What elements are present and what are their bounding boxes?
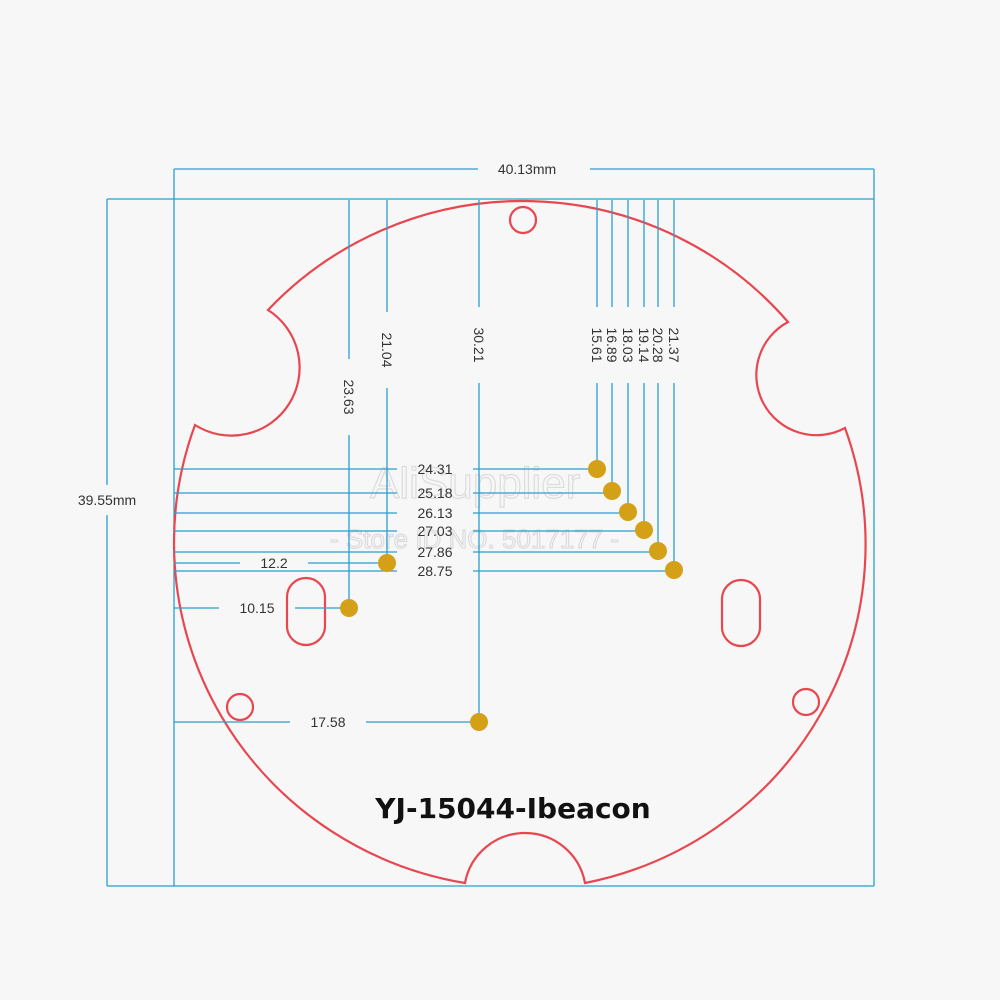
pad-marker <box>588 460 606 478</box>
x-dimension-label: 21.37 <box>666 327 682 362</box>
pad-marker <box>665 561 683 579</box>
mounting-hole <box>508 205 538 235</box>
y-dimension-label: 10.15 <box>239 600 274 616</box>
x-dimension-label: 15.61 <box>589 327 605 362</box>
pad-dimension-group: 26.13 18.03 <box>174 200 637 521</box>
pad-marker <box>635 521 653 539</box>
board-outline <box>172 199 867 885</box>
x-dimension-label: 23.63 <box>341 379 357 414</box>
pad-dimension-group: 25.18 16.89 <box>174 200 621 501</box>
pad-marker <box>619 503 637 521</box>
mounting-hole <box>791 687 821 717</box>
x-dimension-label: 19.14 <box>636 327 652 362</box>
y-dimension-label: 17.58 <box>310 714 345 730</box>
slot-hole <box>720 578 762 648</box>
pad-dimension-group: 27.03 19.14 <box>174 200 653 539</box>
pad-dimension-group: 24.31 15.61 <box>174 200 606 478</box>
pad-marker <box>378 554 396 572</box>
watermark: AliSupplier - Store ID NO. 5017177 - <box>329 458 619 554</box>
y-dimension-label: 12.2 <box>260 555 287 571</box>
x-dimension-label: 21.04 <box>379 332 395 367</box>
pad-dimensions: 24.31 15.61 25.18 16.89 26.13 18.03 27.03 19.14… <box>174 200 683 731</box>
watermark-line2: - Store ID NO. 5017177 - <box>330 524 619 554</box>
pad-dimension-group: 12.2 21.04 <box>174 200 396 572</box>
overall-width-label: 40.13mm <box>498 161 556 177</box>
pad-marker <box>649 542 667 560</box>
x-dimension-label: 20.28 <box>650 327 666 362</box>
overall-height-label: 39.55mm <box>78 492 136 508</box>
board-title: YJ-15044-Ibeacon <box>374 792 650 825</box>
pad-marker <box>340 599 358 617</box>
pad-dimension-group: 10.15 23.63 <box>174 200 358 617</box>
y-dimension-label: 27.03 <box>417 523 452 539</box>
pad-marker <box>603 482 621 500</box>
x-dimension-label: 16.89 <box>604 327 620 362</box>
y-dimension-label: 24.31 <box>417 461 452 477</box>
pad-dimension-group: 27.86 20.28 <box>174 200 667 560</box>
slot-hole <box>285 576 327 647</box>
x-dimension-label: 18.03 <box>620 327 636 362</box>
watermark-line1: AliSupplier <box>370 459 580 508</box>
mounting-hole <box>225 692 255 722</box>
pad-marker <box>470 713 488 731</box>
y-dimension-label: 25.18 <box>417 485 452 501</box>
x-dimension-label: 30.21 <box>471 327 487 362</box>
overall-height-dimension: 39.55mm <box>78 198 874 887</box>
y-dimension-label: 27.86 <box>417 544 452 560</box>
y-dimension-label: 26.13 <box>417 505 452 521</box>
pad-dimension-group: 17.58 30.21 <box>174 200 488 731</box>
pad-dimension-group: 28.75 21.37 <box>174 200 683 579</box>
y-dimension-label: 28.75 <box>417 563 452 579</box>
